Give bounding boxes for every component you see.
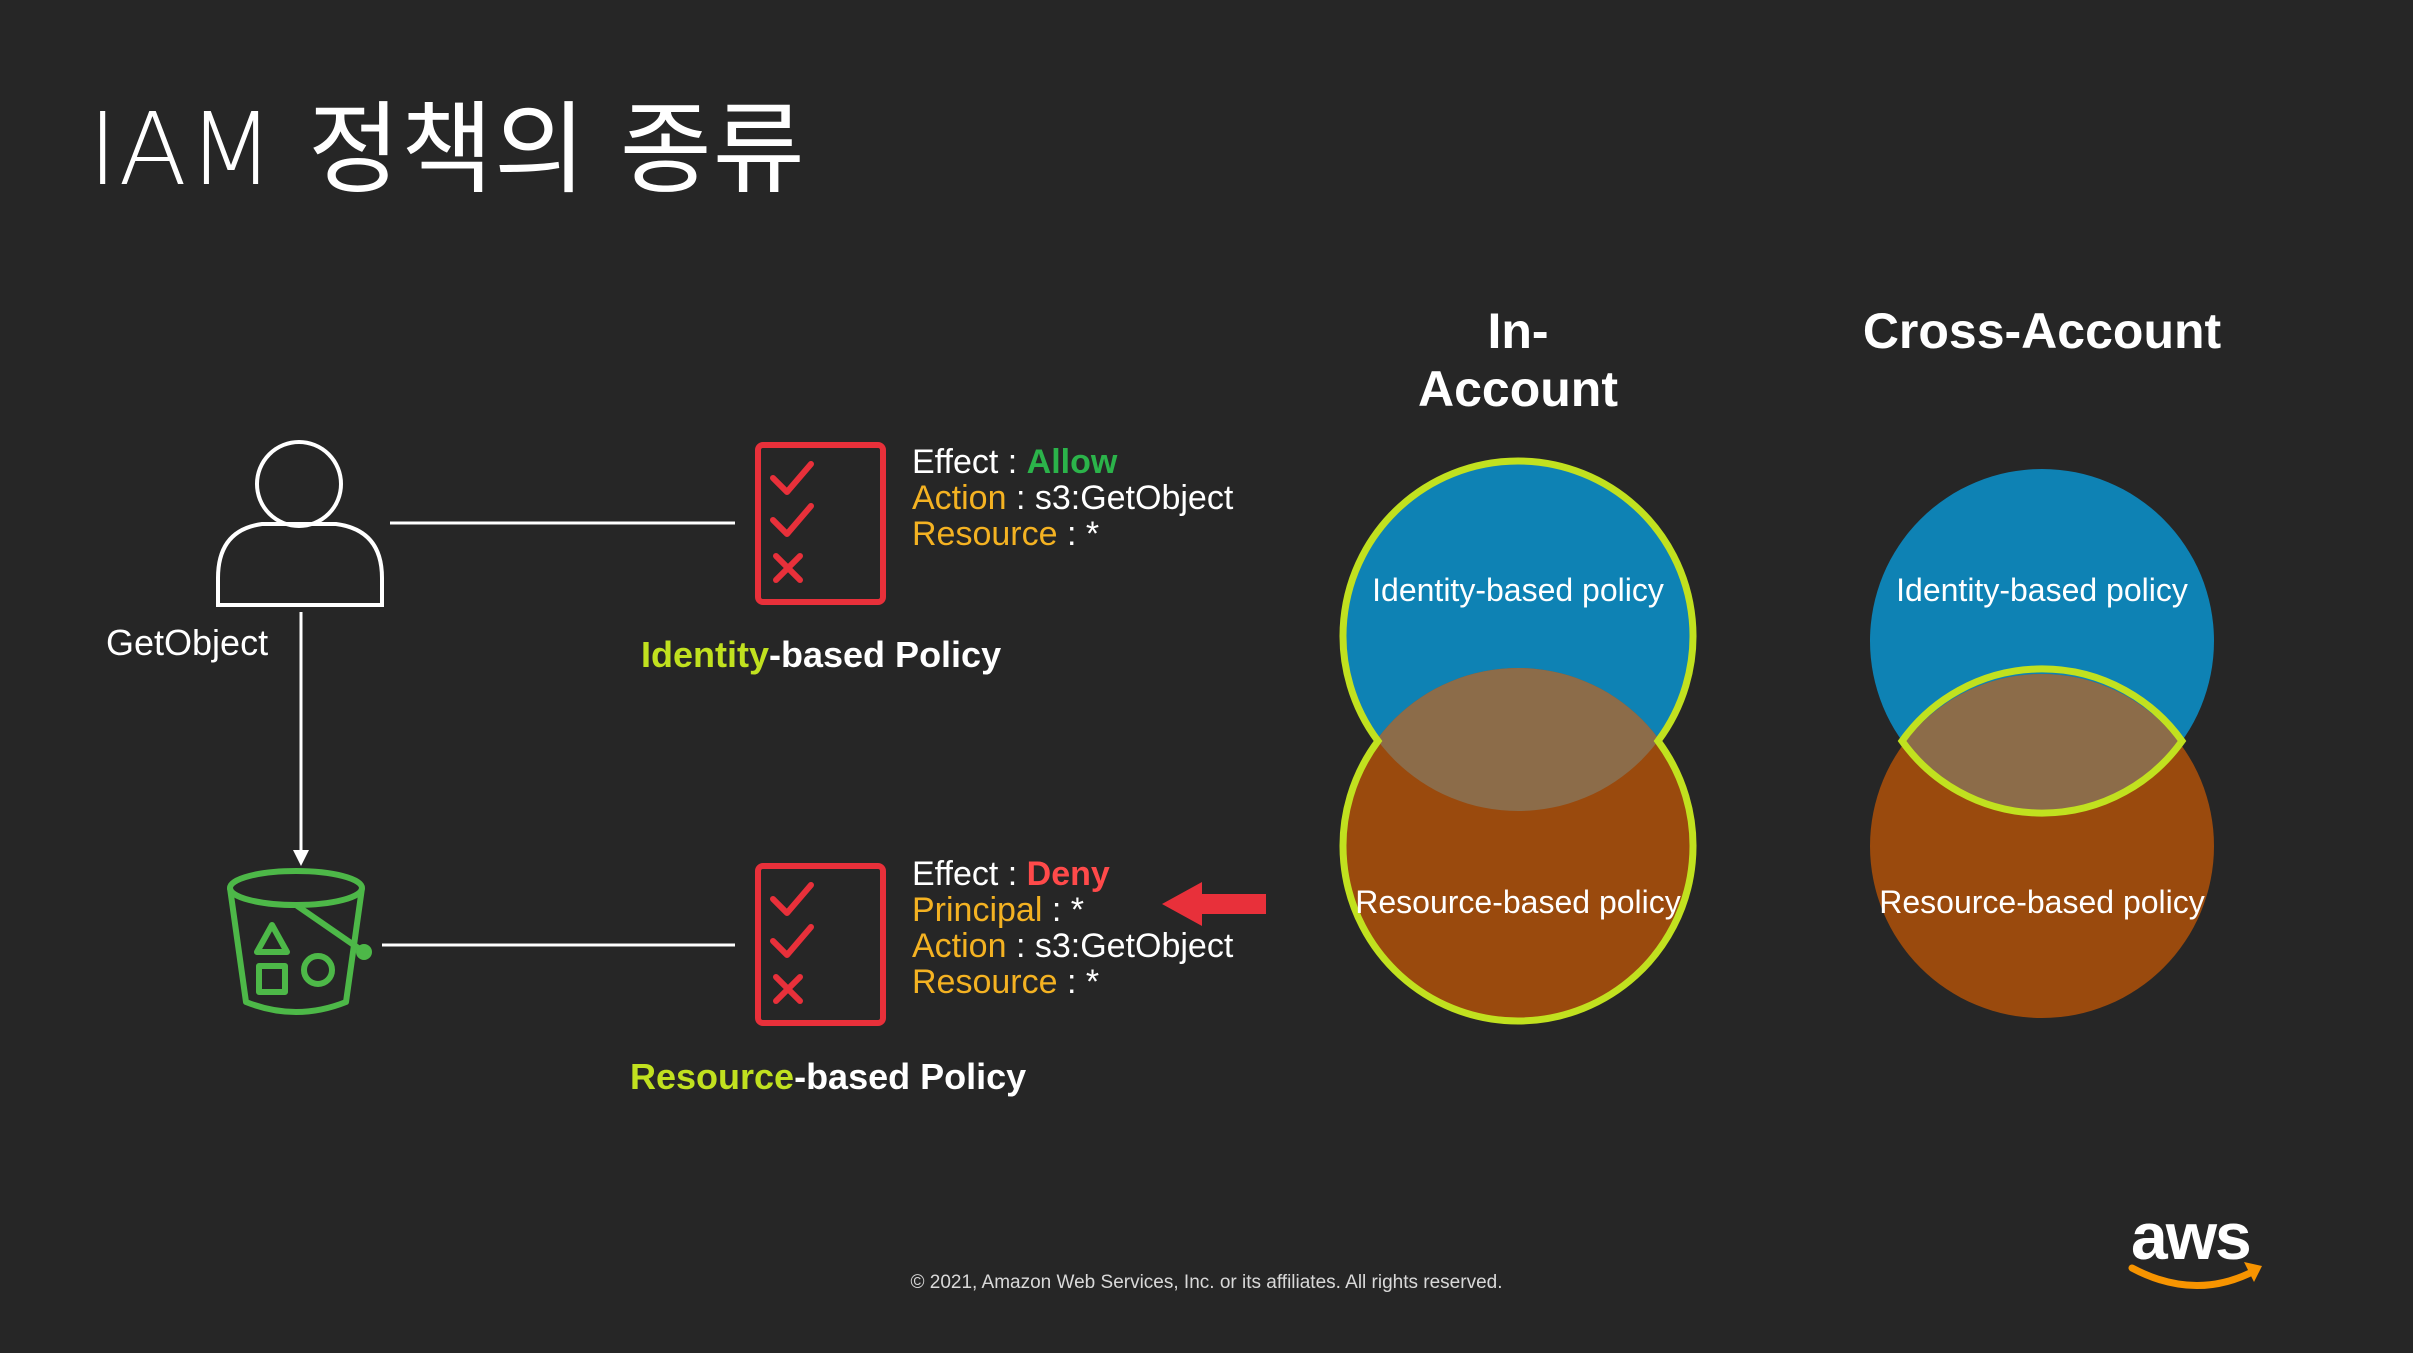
resource-key: Resource — [912, 963, 1058, 1001]
arrow-left-icon — [1162, 882, 1266, 926]
copyright-footer: © 2021, Amazon Web Services, Inc. or its… — [910, 1272, 1503, 1293]
s3-bucket-icon — [227, 868, 372, 1015]
in-account-resource-label: Resource-based policy — [1355, 884, 1681, 920]
action-key: Action — [912, 479, 1007, 517]
resource-policy-document-icon — [755, 863, 886, 1026]
resource-policy-title: Resource-based Policy — [630, 1056, 1026, 1098]
principal-key: Principal — [912, 891, 1043, 929]
actor-action-label: GetObject — [106, 622, 269, 663]
effect-value: Deny — [1026, 855, 1110, 893]
effect-value: Allow — [1026, 443, 1118, 481]
user-icon — [216, 440, 384, 607]
user-to-bucket-arrowhead — [293, 850, 309, 866]
aws-smile-icon — [2128, 1262, 2262, 1289]
resource-policy-title-highlight: Resource — [630, 1056, 795, 1097]
identity-policy-statement: Effect : Allow Action : s3:GetObject Res… — [912, 443, 1234, 553]
action-key: Action — [912, 927, 1007, 965]
identity-policy-title-highlight: Identity — [641, 634, 770, 675]
cross-account-venn — [1870, 469, 2214, 1018]
principal-value: * — [1070, 891, 1084, 929]
cross-account-identity-label: Identity-based policy — [1896, 572, 2188, 608]
in-account-venn — [1339, 457, 1697, 1025]
identity-policy-title-rest: -based Policy — [769, 634, 1002, 675]
action-value: s3:GetObject — [1034, 479, 1234, 517]
action-value: s3:GetObject — [1034, 927, 1234, 965]
in-account-heading: In-Account — [1418, 303, 1618, 417]
cross-account-resource-label: Resource-based policy — [1879, 884, 2205, 920]
cross-account-intersection-outline — [1897, 665, 2187, 817]
aws-logo-text: aws — [2131, 1199, 2252, 1273]
page-title: IAM 정책의 종류 — [88, 91, 806, 208]
in-account-identity-label: Identity-based policy — [1372, 572, 1664, 608]
resource-policy-title-rest: -based Policy — [794, 1056, 1027, 1097]
effect-key: Effect — [912, 443, 999, 481]
resource-value: * — [1085, 963, 1100, 1001]
identity-policy-document-icon — [755, 442, 886, 605]
resource-key: Resource — [912, 515, 1058, 553]
in-account-union-outline — [1339, 457, 1697, 1025]
resource-value: * — [1085, 515, 1100, 553]
cross-account-heading: Cross-Account — [1862, 303, 2222, 359]
resource-policy-statement: Effect : Deny Principal : * Action : s3:… — [912, 855, 1234, 1001]
effect-key: Effect — [912, 855, 999, 893]
identity-policy-title: Identity-based Policy — [641, 634, 1001, 676]
